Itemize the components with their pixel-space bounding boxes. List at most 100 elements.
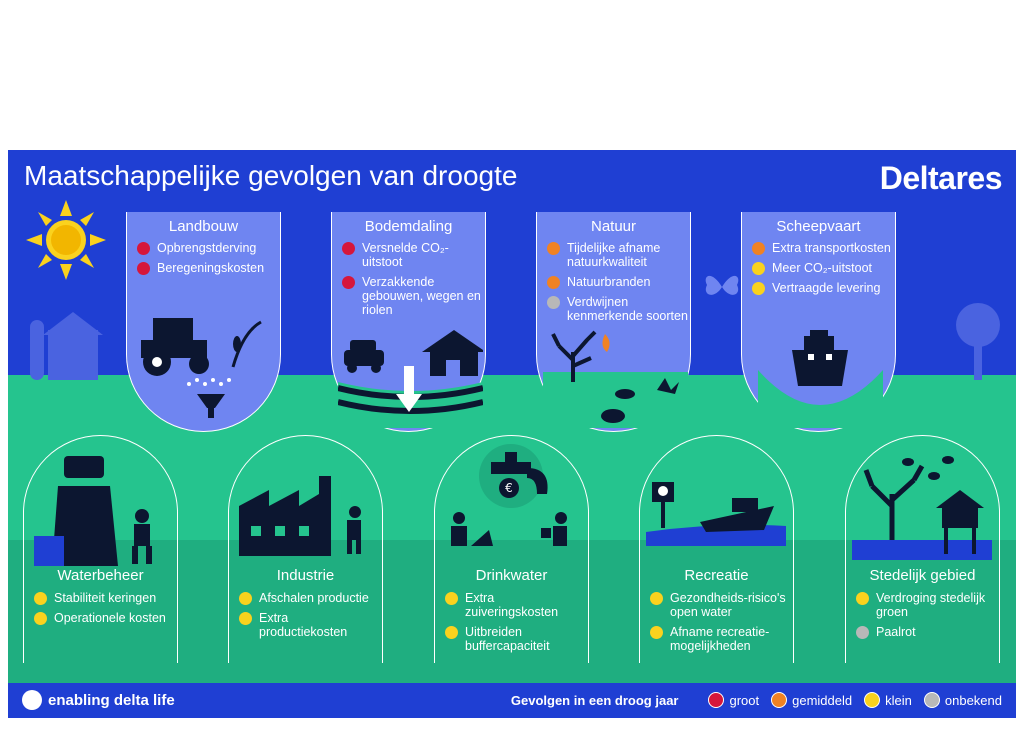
sun-icon	[26, 200, 106, 280]
severity-dot	[547, 296, 560, 309]
list-item: Vertraagde levering	[752, 281, 895, 295]
list-item: Versnelde CO₂-uitstoot	[342, 241, 485, 269]
severity-dot	[137, 262, 150, 275]
pump-station-icon	[34, 456, 152, 566]
butterfly-icon	[705, 275, 739, 295]
card-drinkwater: € Drinkwater Extra zuiveringskosten Uitb…	[434, 435, 589, 663]
list-item: Extra productiekosten	[239, 611, 376, 639]
worker-icon	[451, 512, 493, 546]
fish-icon	[615, 389, 635, 399]
severity-dot	[547, 242, 560, 255]
urban-illustration	[852, 456, 992, 560]
tractor-icon	[141, 318, 262, 418]
nature-illustration	[543, 330, 688, 428]
list-item: Meer CO₂-uitstoot	[752, 261, 895, 275]
card-scheepvaart: Scheepvaart Extra transportkosten Meer C…	[741, 212, 896, 432]
footer-brand: enabling delta life	[22, 690, 175, 710]
footer: enabling delta life Gevolgen in een droo…	[8, 683, 1016, 718]
list-item: Verdwijnen kenmerkende soorten	[547, 295, 690, 323]
card-bodemdaling: Bodemdaling Versnelde CO₂-uitstoot Verza…	[331, 212, 486, 432]
severity-dot	[445, 592, 458, 605]
tap-euro-icon: €	[451, 444, 567, 546]
svg-text:€: €	[505, 481, 513, 495]
severity-dot	[34, 612, 47, 625]
card-title: Bodemdaling	[364, 218, 453, 235]
skull-sign-icon	[652, 482, 674, 528]
deltares-mark-icon	[22, 690, 42, 710]
lotus-icon	[657, 378, 679, 394]
sprinkler-icon	[187, 378, 231, 386]
page-title: Maatschappelijke gevolgen van droogte	[24, 160, 518, 191]
legend-item-klein: klein	[864, 692, 912, 708]
ship-illustration	[758, 330, 883, 428]
severity-dot	[752, 262, 765, 275]
card-industrie: Industrie Afschalen productie Extra prod…	[228, 435, 383, 663]
house-icon	[422, 330, 483, 376]
list-item: Operationele kosten	[34, 611, 171, 625]
slogan: enabling delta life	[48, 691, 175, 709]
card-title: Scheepvaart	[776, 218, 861, 235]
list-item: Afname recreatie-mogelijkheden	[650, 625, 787, 653]
list-item: Tijdelijke afname natuurkwaliteit	[547, 241, 690, 269]
tree-silhouette-icon	[956, 303, 1000, 380]
ship-icon	[792, 330, 848, 386]
severity-dot	[34, 592, 47, 605]
list-item: Uitbreiden buffercapaciteit	[445, 625, 582, 653]
card-title: Recreatie	[684, 567, 749, 584]
legend-title: Gevolgen in een droog jaar	[510, 692, 679, 708]
legend-item-onbekend: onbekend	[923, 692, 1002, 708]
severity-dot	[650, 626, 663, 639]
severity-dot	[856, 626, 869, 639]
severity-dot	[650, 592, 663, 605]
infographic: Maatschappelijke gevolgen van droogte De…	[8, 150, 1016, 718]
severity-dot	[752, 282, 765, 295]
list-item: Stabiliteit keringen	[34, 591, 171, 605]
list-item: Extra transportkosten	[752, 241, 895, 255]
card-recreatie: Recreatie Gezondheids-risico's open wate…	[639, 435, 794, 663]
severity-dot	[445, 626, 458, 639]
dead-tree-icon	[863, 456, 954, 540]
card-title: Waterbeheer	[57, 567, 144, 584]
frog-icon	[601, 409, 625, 423]
severity-dot	[137, 242, 150, 255]
list-item: Verdroging stedelijk groen	[856, 591, 993, 619]
fire-icon	[602, 334, 610, 352]
list-item: Opbrengstderving	[137, 241, 280, 255]
card-title: Drinkwater	[475, 567, 548, 584]
card-title: Stedelijk gebied	[869, 567, 976, 584]
legend-swatch	[771, 692, 788, 708]
wheat-icon	[233, 336, 241, 352]
list-item: Natuurbranden	[547, 275, 690, 289]
list-item: Beregeningskosten	[137, 261, 280, 275]
list-item: Gezondheids-risico's open water	[650, 591, 787, 619]
severity-dot	[342, 276, 355, 289]
legend-swatch	[708, 692, 725, 708]
worker-icon	[541, 512, 567, 546]
severity-dot	[239, 592, 252, 605]
legend-swatch	[923, 692, 940, 708]
legend: Gevolgen in een droog jaar groot gemidde…	[511, 692, 1002, 708]
deltares-logo: Deltares	[879, 160, 1003, 196]
card-stedelijk-gebied: Stedelijk gebied Verdroging stedelijk gr…	[845, 435, 1000, 663]
card-title: Industrie	[276, 567, 335, 584]
worker-icon	[132, 509, 152, 564]
farm-silhouette-icon	[30, 312, 103, 380]
legend-item-gemiddeld: gemiddeld	[771, 692, 852, 708]
car-icon	[344, 340, 384, 373]
boat-icon	[700, 498, 774, 532]
dead-tree-icon	[551, 330, 597, 382]
severity-dot	[547, 276, 560, 289]
subsidence-arrow-icon	[396, 366, 422, 412]
severity-dot	[342, 242, 355, 255]
list-item: Extra zuiveringskosten	[445, 591, 582, 619]
house-on-piles-icon	[936, 490, 984, 554]
list-item: Paalrot	[856, 625, 993, 639]
card-waterbeheer: Waterbeheer Stabiliteit keringen Operati…	[23, 435, 178, 663]
legend-item-groot: groot	[708, 692, 759, 708]
card-natuur: Natuur Tijdelijke afname natuurkwaliteit…	[536, 212, 691, 432]
severity-dot	[752, 242, 765, 255]
card-title: Landbouw	[168, 218, 239, 235]
worker-icon	[347, 506, 361, 554]
list-item: Verzakkende gebouwen, wegen en riolen	[342, 275, 485, 317]
factory-icon	[239, 476, 361, 556]
